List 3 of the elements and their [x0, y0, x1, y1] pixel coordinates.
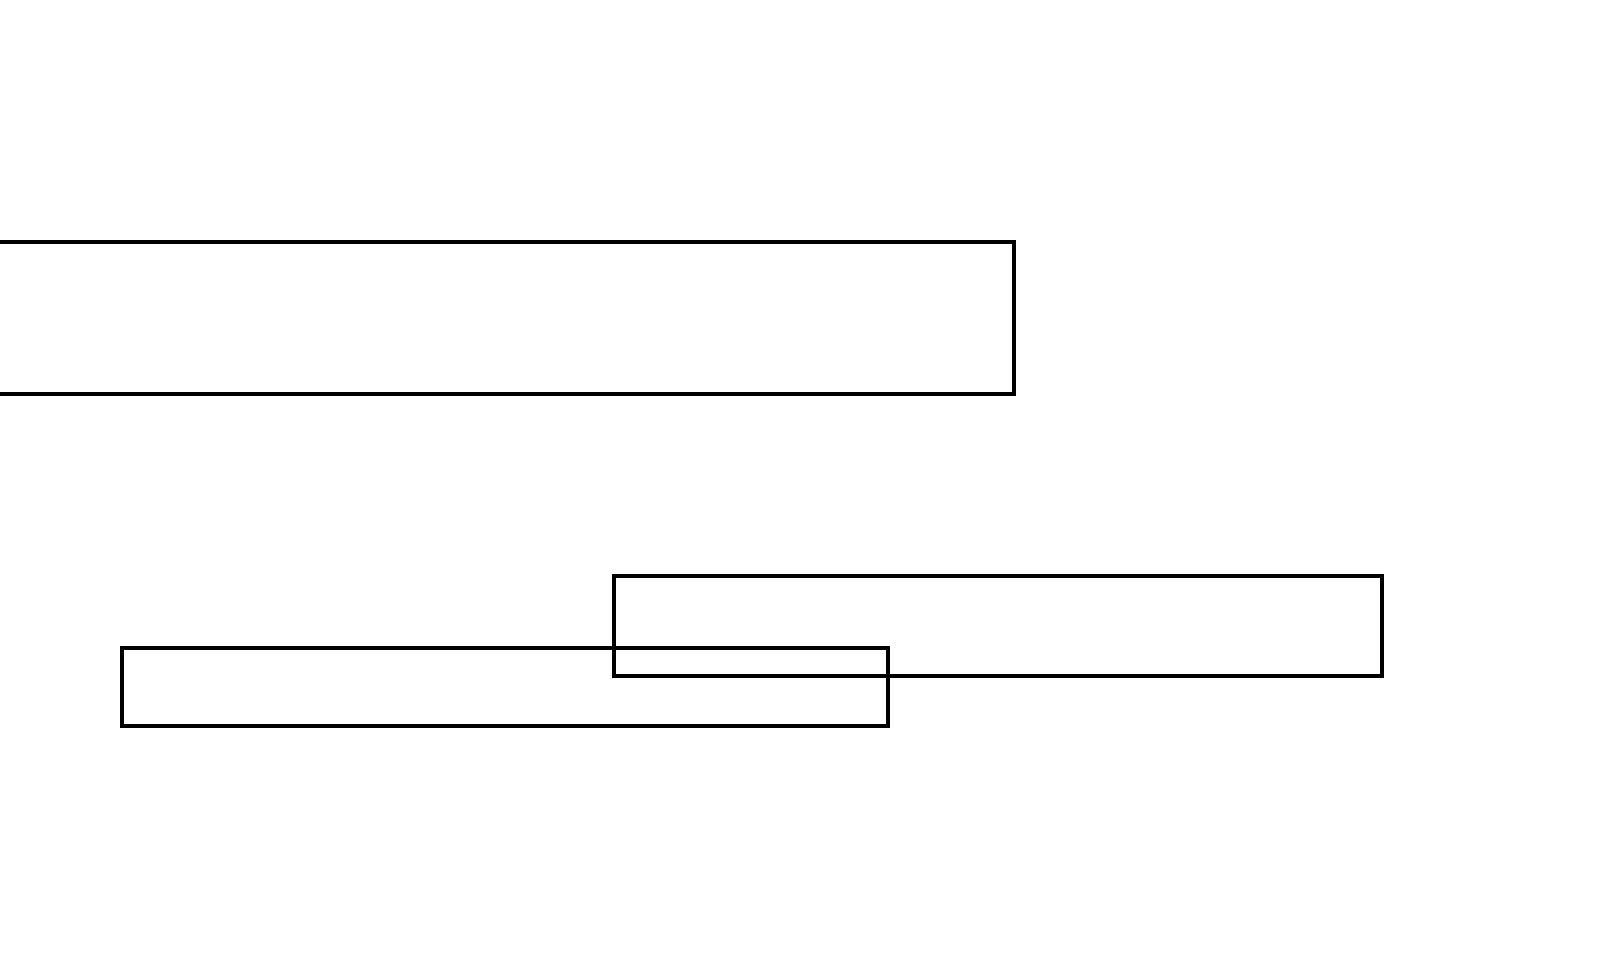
empty-box [612, 574, 1384, 678]
empty-box [120, 646, 890, 728]
empty-box [0, 240, 1016, 396]
